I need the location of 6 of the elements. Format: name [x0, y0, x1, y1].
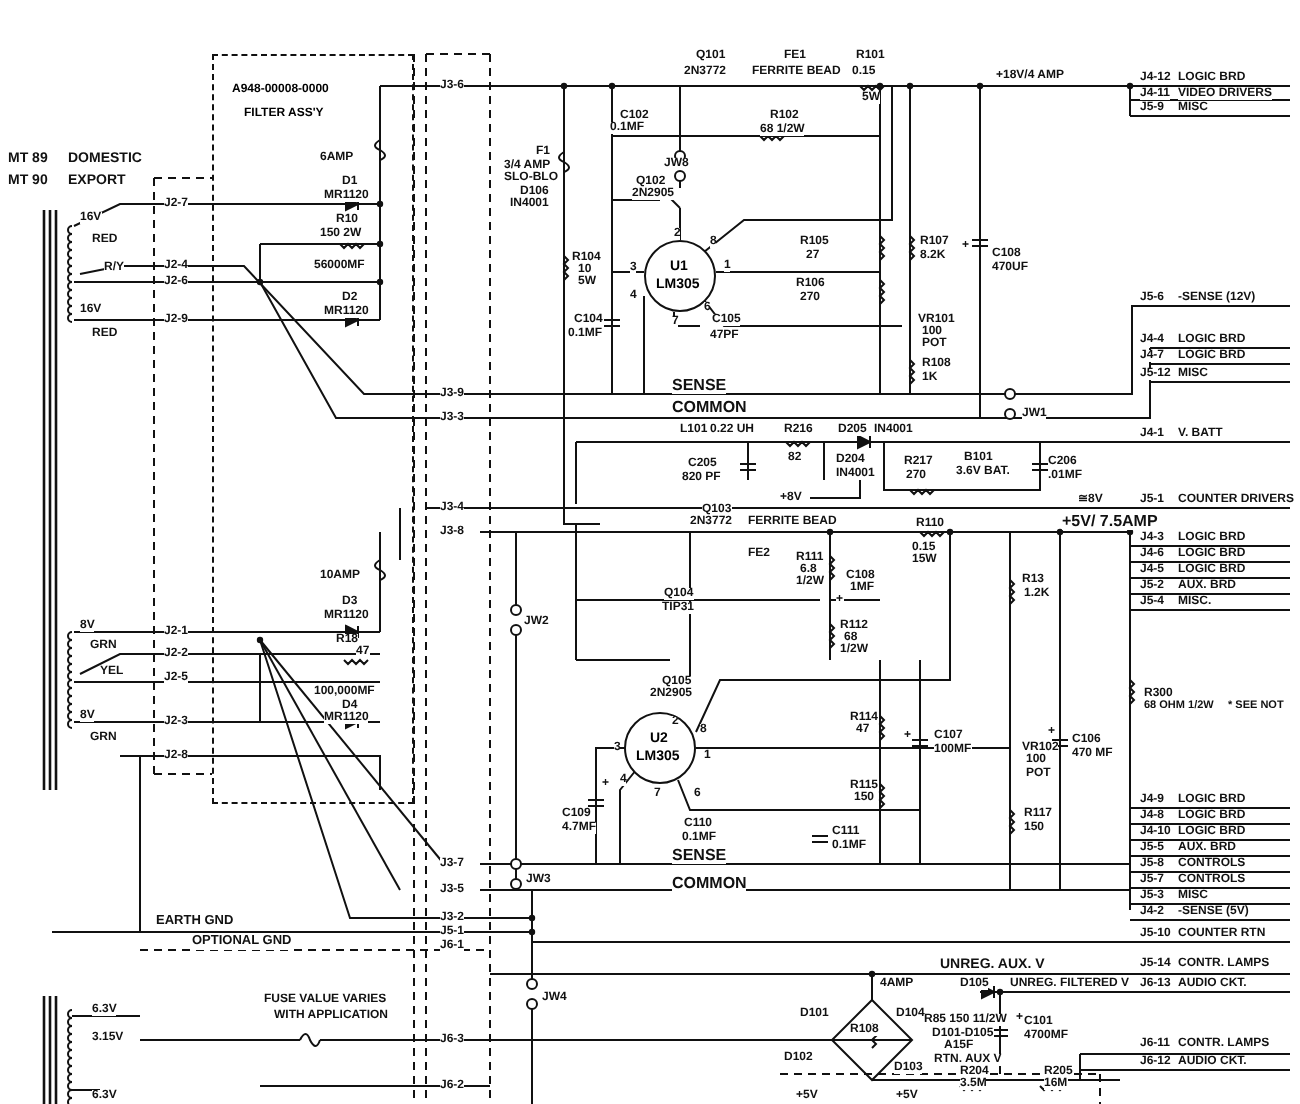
schematic-label: +5V/ 7.5AMP	[1062, 514, 1158, 530]
regulator-ic-circle	[624, 712, 696, 784]
schematic-label: COMMON	[672, 400, 747, 416]
schematic-label: SENSE	[672, 848, 727, 864]
schematic-label: SENSE	[672, 378, 727, 394]
schematic-label: COMMON	[672, 876, 747, 892]
